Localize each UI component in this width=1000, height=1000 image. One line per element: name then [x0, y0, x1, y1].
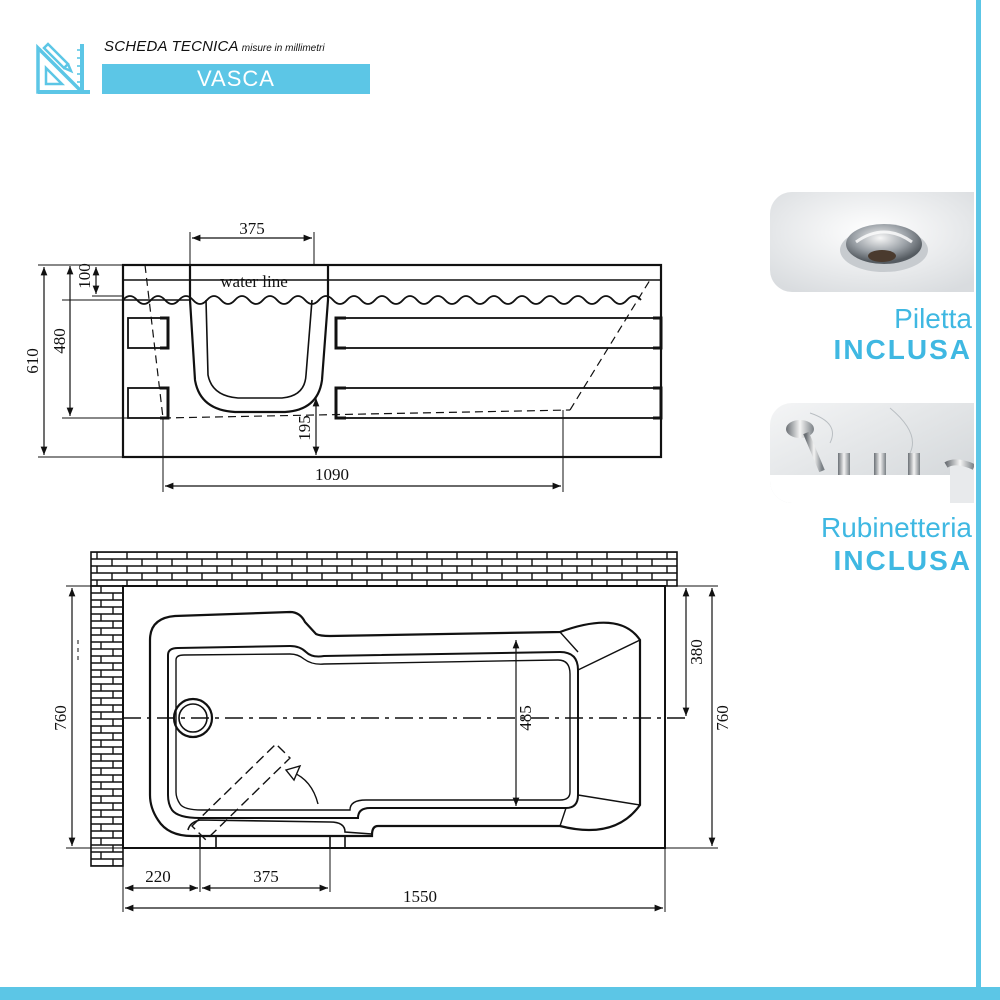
- dim-total-width-left: 760: [51, 705, 70, 731]
- drain-photo: [770, 192, 974, 292]
- brick-wall-top: [90, 551, 678, 587]
- dim-door: 375: [253, 867, 279, 886]
- dim-inner-height: 480: [50, 328, 69, 354]
- technical-drawing: 375 water line 610 480 100 195 1090: [23, 219, 732, 912]
- brick-wall-left: [90, 585, 124, 867]
- tub-rim: [148, 610, 642, 838]
- tub-outline: [122, 585, 666, 849]
- dim-offset: 220: [145, 867, 171, 886]
- plan-view: [66, 551, 718, 912]
- bottom-border: [0, 987, 1000, 1000]
- dim-inner-width: 485: [516, 705, 535, 731]
- feature-drain-label: Piletta: [894, 303, 972, 334]
- dim-rim: 100: [75, 263, 94, 289]
- right-border: [976, 0, 1000, 1000]
- faucet-photo: [770, 403, 974, 503]
- feature-drain-included: INCLUSA: [833, 334, 972, 365]
- dim-total-length: 1550: [403, 887, 437, 906]
- open-door: [191, 743, 291, 841]
- dim-total-width-right: 760: [713, 705, 732, 731]
- dim-top-width: 375: [239, 219, 265, 238]
- feature-faucet-included: INCLUSA: [833, 545, 972, 576]
- dim-total-height: 610: [23, 348, 42, 374]
- feature-faucet-label: Rubinetteria: [821, 512, 972, 543]
- spec-subtitle: misure in millimetri: [241, 43, 325, 54]
- water-line-wave: [122, 295, 642, 305]
- dim-head-width: 380: [687, 639, 706, 665]
- door-opening: [188, 265, 330, 414]
- dim-base-length: 1090: [315, 465, 349, 484]
- ruler-pencil-icon: [36, 42, 90, 94]
- water-line-label: water line: [220, 272, 288, 291]
- dim-step-height: 195: [295, 415, 314, 441]
- side-view-outline: [121, 263, 663, 459]
- spec-title: SCHEDA TECNICA: [104, 38, 239, 55]
- product-name: VASCA: [102, 64, 370, 94]
- side-view: [38, 232, 663, 492]
